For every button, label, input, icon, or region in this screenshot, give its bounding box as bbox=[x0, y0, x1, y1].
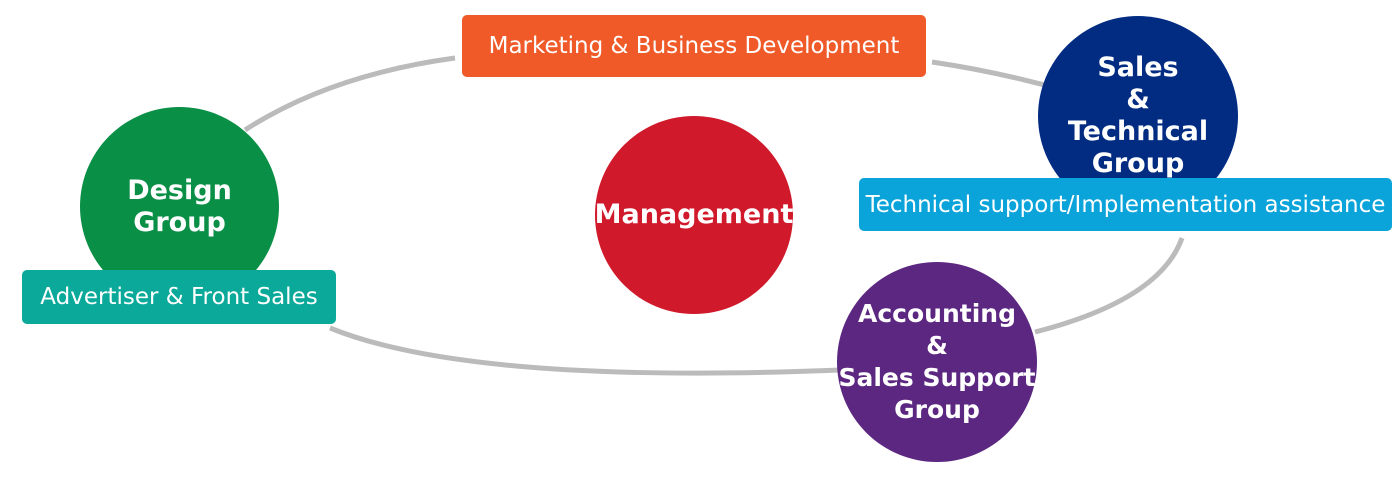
accounting-sales-support-group-node: Accounting & Sales Support Group bbox=[837, 262, 1037, 462]
design-group-node: Design Group bbox=[80, 107, 279, 306]
management-node: Management bbox=[595, 116, 793, 314]
advertiser-front-sales-label: Advertiser & Front Sales bbox=[22, 270, 336, 324]
technical-support-label: Technical support/Implementation assista… bbox=[859, 178, 1392, 231]
marketing-business-development-label: Marketing & Business Development bbox=[462, 15, 926, 77]
